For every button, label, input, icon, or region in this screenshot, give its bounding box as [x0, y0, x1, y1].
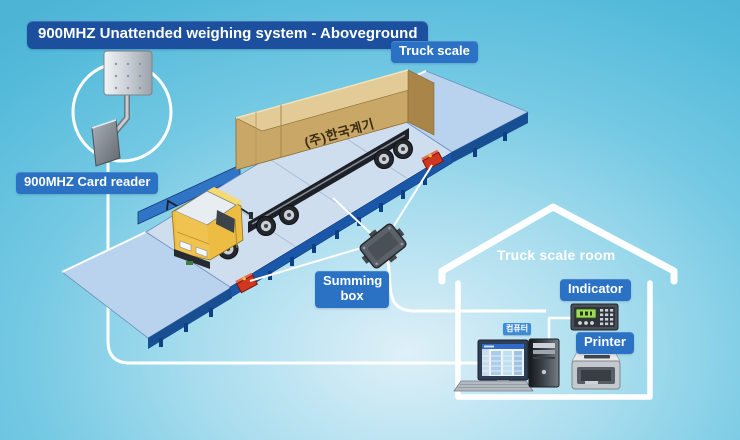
cable-summingbox-to-computer — [385, 257, 546, 313]
keyboard — [453, 380, 534, 392]
card-reader-device — [91, 50, 153, 167]
cable-cardreader-to-computer — [106, 163, 542, 365]
label-truck-scale: Truck scale — [391, 41, 478, 63]
label-indicator: Indicator — [560, 279, 631, 301]
truck-container: (주)한국계기 — [235, 69, 435, 171]
truck: (주)한국계기 — [166, 69, 435, 269]
printer-device — [571, 351, 621, 390]
load-cell — [421, 149, 444, 171]
computer-monitor — [477, 339, 529, 391]
label-printer: Printer — [576, 332, 634, 354]
computer-tower — [528, 338, 560, 388]
label-computer-badge: 컴퓨터 — [503, 323, 532, 335]
label-truck-scale-room: Truck scale room — [497, 247, 616, 263]
truck-cab — [166, 187, 253, 269]
diagram-title: 900MHZ Unattended weighing system - Abov… — [27, 21, 429, 49]
indicator-keypad — [600, 309, 614, 326]
label-summing-box: Summing box — [315, 271, 389, 308]
antenna-dots-icon — [114, 62, 142, 90]
label-card-reader: 900MHZ Card reader — [16, 172, 159, 194]
indicator-device — [570, 303, 619, 331]
house-outline — [438, 203, 678, 400]
summing-box-device — [359, 223, 407, 269]
cable-indicator-to-computer — [547, 316, 571, 340]
entry-ramp — [61, 231, 233, 349]
